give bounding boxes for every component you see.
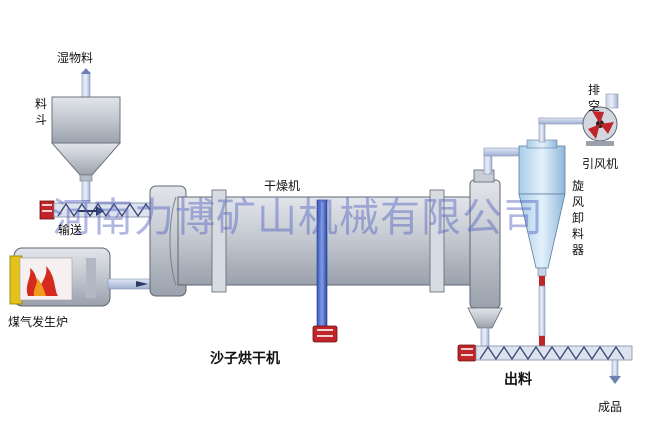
label-exhaust: 排空 [587,83,600,113]
label-product: 成品 [598,400,623,414]
label-conveying: 输送 [58,223,83,237]
company-watermark: 河南力博矿山机械有限公司 [52,195,544,241]
hopper [50,96,122,202]
screw-conveyor [39,200,159,220]
exhaust-duct [483,147,525,175]
label-induced-fan: 引风机 [582,157,619,171]
drive-unit [312,199,338,343]
label-cyclone: 旋风卸料器 [571,179,584,257]
rotary-drum [149,169,503,351]
label-hopper: 料斗 [34,97,47,127]
label-sand-dryer: 沙子烘干机 [210,351,280,367]
induced-fan [582,93,619,146]
fan-duct [538,117,586,143]
hot-air-pipe [107,278,157,290]
discharge-conveyor [457,344,633,384]
feed-inlet [81,68,91,99]
label-discharge: 出料 [504,372,532,388]
gas-generator [9,247,111,307]
label-dryer: 干燥机 [264,179,301,193]
cyclone-separator [518,139,566,348]
label-wet-material: 湿物料 [57,51,94,65]
label-gas-generator: 煤气发生炉 [8,315,69,329]
